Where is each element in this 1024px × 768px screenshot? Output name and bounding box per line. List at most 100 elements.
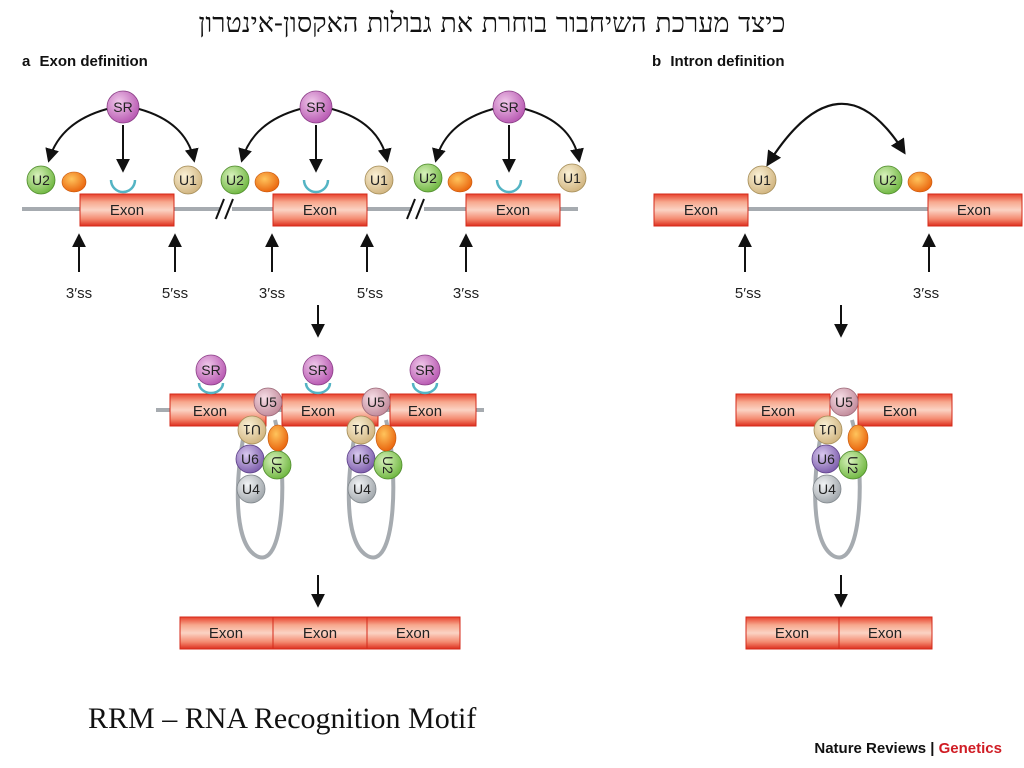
credit-separator: | <box>926 740 939 757</box>
svg-text:U1: U1 <box>352 422 370 438</box>
sr-protein: SR <box>409 354 441 386</box>
u1-snrnp: U1 <box>813 415 843 445</box>
svg-text:U1: U1 <box>819 422 837 438</box>
svg-text:SR: SR <box>201 362 220 378</box>
u5-snrnp: U5 <box>829 387 859 417</box>
rrm-cup-icon <box>302 179 330 194</box>
svg-text:Exon: Exon <box>396 625 430 642</box>
svg-text:U2: U2 <box>419 170 437 186</box>
u4-snrnp: U4 <box>812 474 842 504</box>
svg-text:Exon: Exon <box>193 403 227 420</box>
u2-snrnp: U2 <box>220 165 250 195</box>
u2af-ellipse <box>375 424 397 452</box>
u2-snrnp: U2 <box>262 450 292 480</box>
5ss-label: 5′ss <box>357 285 383 302</box>
svg-text:U1: U1 <box>243 422 261 438</box>
journal-credit: Nature Reviews | Genetics <box>814 740 1002 757</box>
3ss-label: 3′ss <box>453 285 479 302</box>
exon-definition-unit: Exon SR U2 U1 3′ss 5′ss <box>26 90 203 302</box>
svg-text:U6: U6 <box>241 451 259 467</box>
svg-text:SR: SR <box>113 99 132 115</box>
exon-definition-unit: Exon SR U2 U1 3′ss 5′ss <box>220 90 394 302</box>
5ss-label: 5′ss <box>162 285 188 302</box>
slide-title: כיצד מערכת השיחבור בוחרת את גבולות האקסו… <box>198 8 785 39</box>
exon-box: Exon <box>735 393 831 427</box>
svg-text:SR: SR <box>308 362 327 378</box>
recruit-arrow <box>238 108 301 163</box>
sr-protein: SR <box>195 354 227 386</box>
exon-box: Exon <box>745 616 840 650</box>
exon-box: Exon <box>927 193 1023 227</box>
svg-text:U2: U2 <box>879 172 897 188</box>
recruit-arrow <box>432 108 494 163</box>
panel-b-label: b Intron definition <box>652 53 784 70</box>
panel-b-mature-mrna: Exon Exon <box>745 616 933 650</box>
panel-b-letter: b <box>652 53 661 70</box>
panel-b-pre-mrna: Exon Exon U1 U2 5′ss 3′ss <box>653 102 1023 302</box>
svg-text:U1: U1 <box>753 172 771 188</box>
svg-text:Exon: Exon <box>868 625 902 642</box>
svg-text:Exon: Exon <box>684 202 718 219</box>
u2-snrnp: U2 <box>413 163 443 193</box>
u2-snrnp: U2 <box>838 450 868 480</box>
svg-text:U2: U2 <box>32 172 50 188</box>
svg-text:Exon: Exon <box>303 202 337 219</box>
u1-snrnp: U1 <box>557 163 587 193</box>
footnote-rrm: RRM – RNA Recognition Motif <box>88 702 476 735</box>
svg-text:SR: SR <box>306 99 325 115</box>
exon-box: Exon <box>272 616 368 650</box>
exon-box: Exon <box>389 393 477 427</box>
u2af-ellipse <box>907 171 933 193</box>
u4-snrnp: U4 <box>347 474 377 504</box>
break-mark <box>406 198 425 220</box>
u1-snrnp: U1 <box>364 165 394 195</box>
3ss-label: 3′ss <box>66 285 92 302</box>
svg-text:SR: SR <box>415 362 434 378</box>
u6-snrnp: U6 <box>235 444 265 474</box>
u2af-ellipse <box>447 171 473 193</box>
u2-snrnp: U2 <box>26 165 56 195</box>
svg-text:U2: U2 <box>845 456 861 474</box>
sr-protein: SR <box>106 90 140 124</box>
rrm-cup-icon <box>197 382 225 395</box>
exon-box: Exon <box>857 393 953 427</box>
u6-snrnp: U6 <box>811 444 841 474</box>
svg-text:Exon: Exon <box>957 202 991 219</box>
sr-protein: SR <box>302 354 334 386</box>
5ss-label: 5′ss <box>735 285 761 302</box>
panel-a-letter: a <box>22 53 31 70</box>
panel-b-spliceosome: Exon Exon U4 U6 U2 U1 <box>735 387 953 560</box>
panel-a-spliceosome: Exon Exon Exon SR SR SR U4 <box>156 354 484 560</box>
svg-text:U2: U2 <box>380 456 396 474</box>
u1-snrnp: U1 <box>173 165 203 195</box>
svg-text:U4: U4 <box>353 481 371 497</box>
3ss-label: 3′ss <box>259 285 285 302</box>
exon-box: Exon <box>79 193 175 227</box>
u6-snrnp: U6 <box>346 444 376 474</box>
rrm-cup-icon <box>411 382 439 395</box>
sr-protein: SR <box>492 90 526 124</box>
svg-text:U4: U4 <box>242 481 260 497</box>
exon-box: Exon <box>465 193 561 227</box>
rrm-cup-icon <box>495 179 523 194</box>
svg-text:U4: U4 <box>818 481 836 497</box>
3ss-label: 3′ss <box>913 285 939 302</box>
svg-text:Exon: Exon <box>408 403 442 420</box>
recruit-arrow <box>524 108 584 163</box>
svg-text:U6: U6 <box>352 451 370 467</box>
svg-text:Exon: Exon <box>110 202 144 219</box>
svg-text:Exon: Exon <box>496 202 530 219</box>
credit-publisher: Nature Reviews <box>814 740 926 757</box>
panel-a-label: a Exon definition <box>22 53 148 70</box>
exon-definition-unit: Exon SR U2 U1 3′ss <box>413 90 587 302</box>
exon-box: Exon <box>653 193 749 227</box>
u2af-ellipse <box>61 171 87 193</box>
break-mark <box>215 198 234 220</box>
svg-text:U6: U6 <box>817 451 835 467</box>
panel-b-title: Intron definition <box>670 53 784 70</box>
svg-text:U1: U1 <box>563 170 581 186</box>
exon-box: Exon <box>272 193 368 227</box>
u1-snrnp: U1 <box>346 415 376 445</box>
svg-text:Exon: Exon <box>775 625 809 642</box>
u5-snrnp: U5 <box>361 387 391 417</box>
